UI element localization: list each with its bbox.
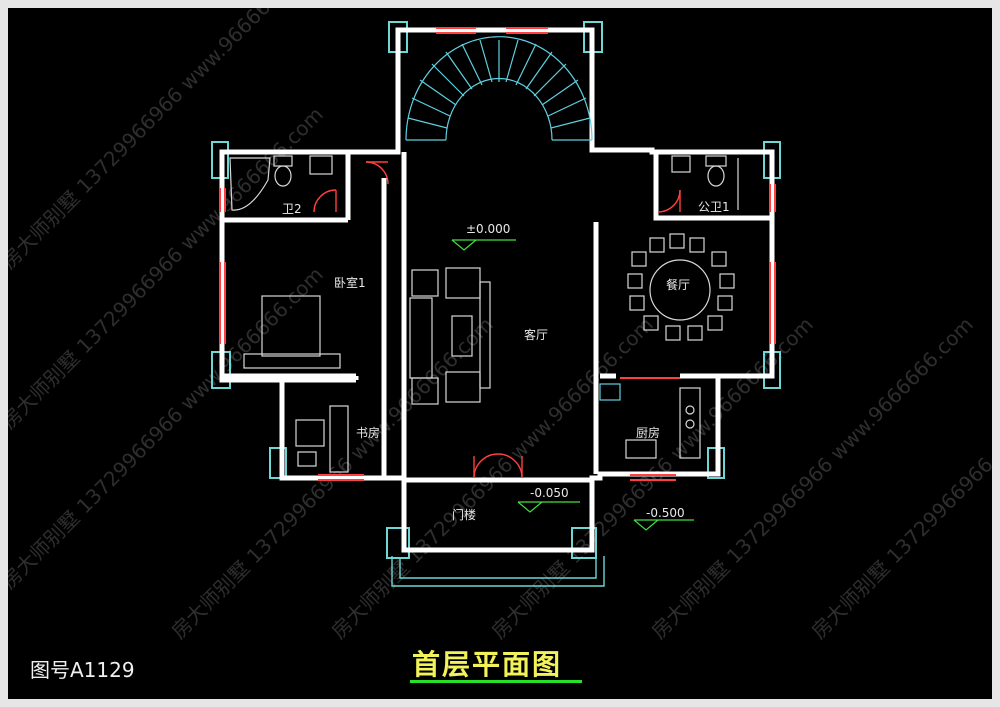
room-label-bathroom-2: 卫2 [282,202,302,216]
windows [219,27,776,481]
furniture [229,155,739,473]
doors [313,161,681,479]
room-label-study: 书房 [356,426,381,440]
elevation-markers [451,239,694,531]
figure-number: 图号A1129 [30,658,135,682]
room-label-kitchen: 厨房 [636,426,661,440]
porch-steps [391,556,605,587]
elevation-label-outdoor: -0.500 [646,506,685,520]
room-label-porch: 门楼 [452,508,477,522]
elevation-label-main: ±0.000 [466,222,511,236]
walls [219,27,775,553]
drawing-title: 首层平面图 [412,648,563,681]
room-label-living-room: 客厅 [524,328,549,342]
spiral-staircase [405,36,593,141]
room-label-bedroom-1: 卧室1 [334,276,366,290]
elevation-label-porch: -0.050 [530,486,569,500]
room-label-dining-room: 餐厅 [666,278,691,292]
room-label-public-bath-1: 公卫1 [698,200,730,214]
title-underline [410,680,582,683]
